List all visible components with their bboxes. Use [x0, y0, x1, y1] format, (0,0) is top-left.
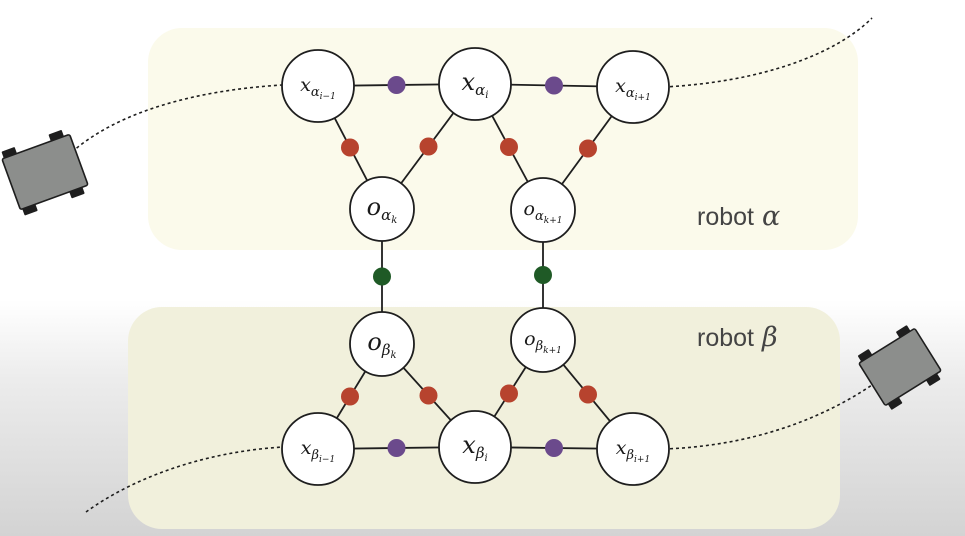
variable-node-oa2: oαk+1 [510, 177, 576, 243]
observation-factor [419, 386, 438, 405]
node-label: xαi−1 [300, 74, 336, 102]
node-subsubscript: i [485, 453, 488, 464]
observation-factor [341, 387, 359, 406]
node-subsubscript: k [391, 215, 397, 226]
node-subscript: α [626, 86, 635, 101]
node-subscript: β [311, 448, 320, 463]
variable-node-xa1: xαi−1 [281, 49, 355, 123]
node-subscript: β [475, 444, 485, 462]
factor-nodes [341, 76, 597, 457]
variable-node-xa3: xαi+1 [596, 50, 670, 124]
node-label: xαi+1 [615, 75, 651, 103]
node-subsubscript: k+1 [543, 346, 562, 356]
node-label: oαk+1 [524, 198, 563, 226]
node-circle [596, 412, 670, 486]
node-subsubscript: i+1 [634, 455, 650, 465]
odometry-factor [545, 439, 563, 457]
node-circle [510, 307, 576, 373]
node-subsubscript: i−1 [319, 455, 335, 465]
node-main-symbol: x [462, 431, 476, 459]
node-label: oβk [367, 328, 396, 361]
observation-factor [500, 384, 518, 403]
node-subscript: α [535, 209, 544, 224]
association-factor [534, 266, 552, 284]
node-main-symbol: x [300, 74, 311, 96]
node-circle [281, 49, 355, 123]
node-circle [438, 47, 512, 121]
node-subscript: α [475, 81, 485, 99]
node-subscript: α [311, 85, 320, 100]
node-subsubscript: k [391, 350, 397, 361]
node-subsubscript: i [485, 90, 488, 101]
observation-factor [341, 138, 359, 157]
odometry-factor [387, 439, 406, 457]
node-circle [438, 410, 512, 484]
node-circle [349, 311, 415, 377]
node-label: xβi+1 [616, 437, 650, 465]
node-circle [510, 177, 576, 243]
node-circle [281, 412, 355, 486]
observation-factor [500, 138, 518, 156]
node-label: oαk [367, 193, 398, 226]
variable-node-ob2: oβk+1 [510, 307, 576, 373]
node-label: oβk+1 [524, 328, 562, 356]
variable-node-xb3: xβi+1 [596, 412, 670, 486]
odometry-factor [545, 76, 563, 95]
robot-beta-vehicle-icon [857, 325, 942, 410]
node-main-symbol: o [367, 328, 381, 356]
node-subscript: α [381, 206, 391, 224]
node-main-symbol: o [367, 193, 381, 221]
node-subsubscript: i−1 [320, 92, 336, 102]
node-subscript: β [535, 339, 544, 354]
node-main-symbol: x [616, 437, 627, 459]
robot-beta-trajectory-end [663, 384, 873, 450]
node-circle [596, 50, 670, 124]
variable-node-ob1: oβk [349, 311, 415, 377]
node-label: xαi [462, 68, 489, 101]
observation-factor [419, 137, 438, 156]
node-main-symbol: o [524, 198, 535, 220]
node-subsubscript: k+1 [544, 216, 563, 226]
robot-alpha-vehicle-icon [1, 130, 89, 216]
node-label: xβi [462, 431, 487, 464]
node-main-symbol: o [524, 328, 535, 350]
node-main-symbol: x [615, 75, 626, 97]
observation-factor [579, 139, 597, 158]
odometry-factor [387, 76, 406, 94]
node-subscript: β [626, 448, 635, 463]
robot-alpha-trajectory-end [663, 17, 873, 88]
robot-beta-trajectory-start [85, 446, 284, 513]
variable-node-xa2: xαi [438, 47, 512, 121]
observation-factor [579, 385, 597, 404]
node-subsubscript: i+1 [635, 93, 651, 103]
variable-node-oa1: oαk [349, 176, 415, 242]
robot-alpha-trajectory-start [71, 84, 283, 153]
node-subscript: β [381, 341, 391, 359]
node-circle [349, 176, 415, 242]
association-factor [373, 267, 391, 286]
node-main-symbol: x [462, 68, 476, 96]
variable-node-xb2: xβi [438, 410, 512, 484]
node-main-symbol: x [301, 437, 312, 459]
variable-node-xb1: xβi−1 [281, 412, 355, 486]
node-label: xβi−1 [301, 437, 335, 465]
